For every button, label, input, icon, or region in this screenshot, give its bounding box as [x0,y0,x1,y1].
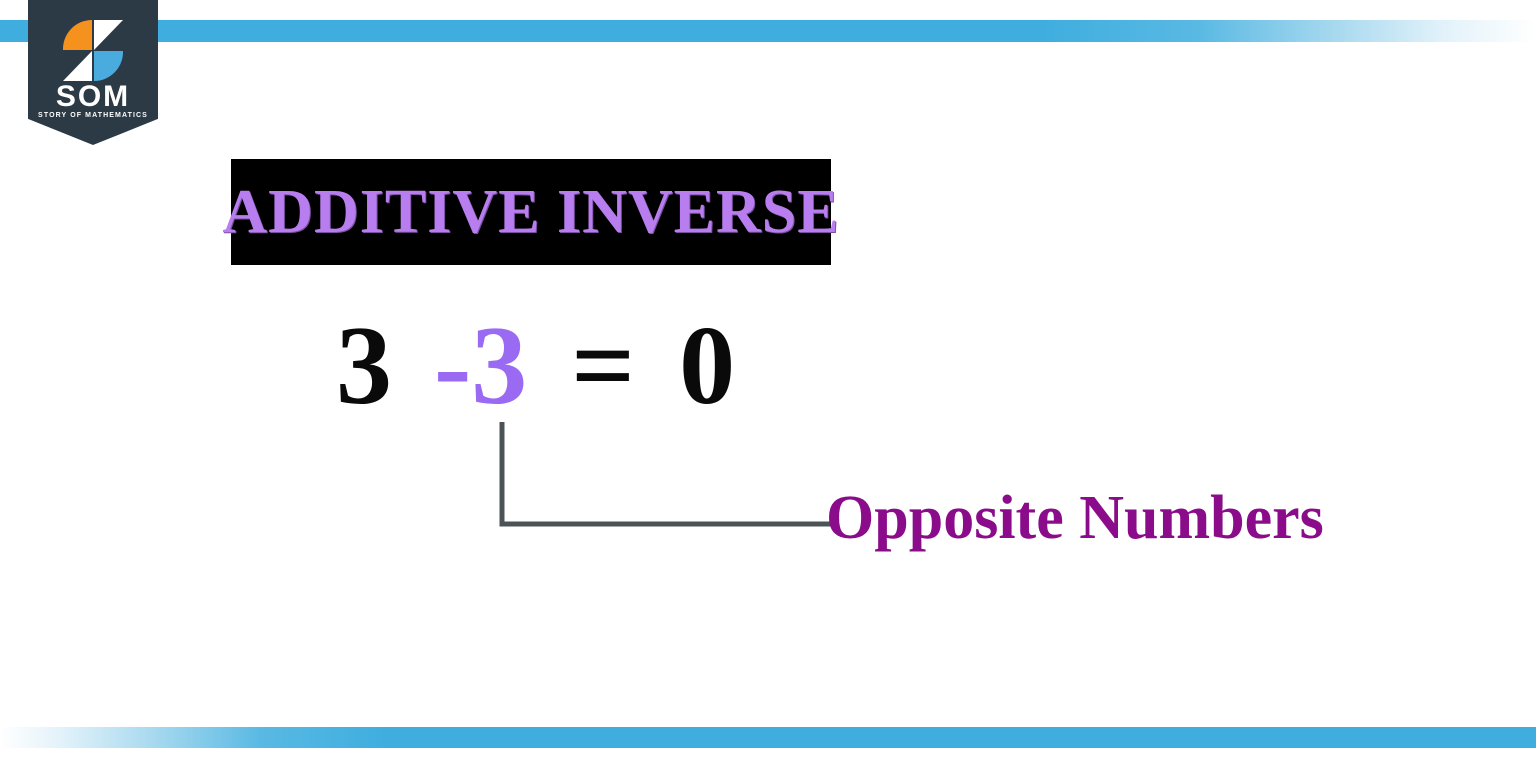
som-wordmark: SOM [55,80,131,113]
som-tagline: STORY OF MATHEMATICS [38,112,148,119]
equation-term-b: -3 [434,304,528,428]
page-title: ADDITIVE INVERSE [222,178,840,246]
bottom-accent-rule [0,727,1536,748]
equation-result: 0 [679,304,736,428]
equation-expression: 3 -3 = 0 [336,306,735,426]
equation-term-a: 3 [336,304,392,428]
callout-label: Opposite Numbers [826,484,1324,552]
title-banner: ADDITIVE INVERSE [222,159,839,265]
callout-connector-line [495,420,835,530]
top-accent-rule [0,20,1536,42]
som-logo-mark-icon [61,18,125,83]
equation-equals-operator: = [571,304,636,428]
som-logo-badge: SOM STORY OF MATHEMATICS [28,0,158,145]
